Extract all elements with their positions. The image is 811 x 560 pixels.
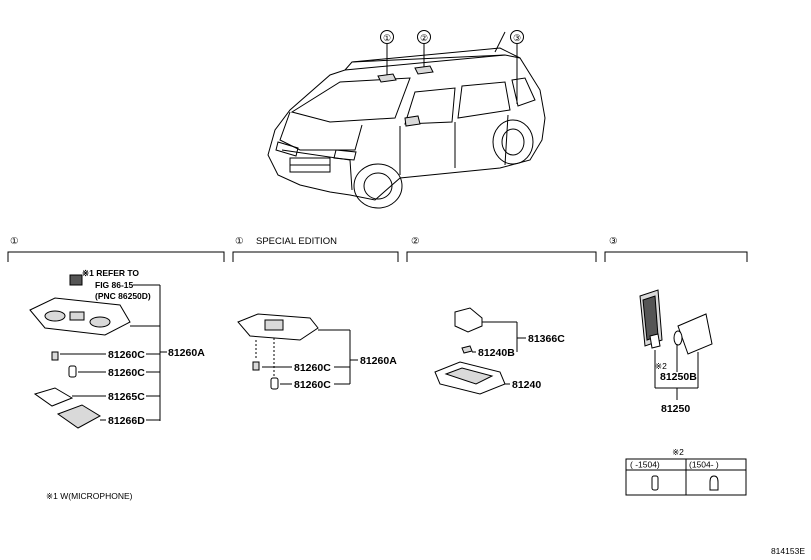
part-81240B: 81240B bbox=[478, 347, 515, 359]
section-3-marker: ③ bbox=[609, 236, 618, 247]
callout-1: ① bbox=[380, 30, 394, 44]
section-header-2: ② bbox=[406, 236, 597, 262]
bulb-a bbox=[51, 351, 59, 361]
vehicle-illustration bbox=[267, 31, 546, 209]
callout-2: ② bbox=[417, 30, 431, 44]
microphone-part bbox=[69, 274, 83, 286]
section-3-parts: ※2 81250B 81250 bbox=[639, 289, 713, 415]
section-header-3: ③ bbox=[604, 236, 748, 262]
table-col2-header: (1504- ) bbox=[689, 460, 719, 470]
callout-2-label: ② bbox=[420, 33, 428, 43]
part-81250: 81250 bbox=[661, 403, 690, 415]
ref-note-line3: (PNC 86250D) bbox=[95, 291, 151, 301]
section-1se-marker: ① bbox=[235, 236, 244, 247]
callout-3: ③ bbox=[510, 30, 524, 44]
part-81366C: 81366C bbox=[528, 333, 565, 345]
section-header-1-special: ① SPECIAL EDITION bbox=[232, 236, 399, 262]
se-bulb-b bbox=[270, 377, 279, 390]
section-header-1: ① bbox=[7, 236, 225, 262]
section-2-parts: 81366C 81240B 81240 bbox=[434, 307, 565, 395]
wedge-bulb bbox=[673, 330, 683, 346]
table-bulb-new bbox=[709, 475, 719, 491]
se-bulb-a bbox=[252, 361, 260, 371]
ref-note-line1: ※1 REFER TO bbox=[82, 268, 139, 278]
section-1-parts: ※1 REFER TO FIG 86-15 (PNC 86250D) 81260… bbox=[29, 268, 205, 429]
festoon-bulb bbox=[461, 345, 473, 354]
section-1se-title: SPECIAL EDITION bbox=[256, 236, 337, 247]
socket-part bbox=[454, 307, 483, 333]
bulb-b bbox=[68, 365, 77, 378]
callout-3-label: ③ bbox=[513, 33, 521, 43]
section-2-marker: ② bbox=[411, 236, 420, 247]
part-81250B: 81250B bbox=[660, 371, 697, 383]
table-bulb-old bbox=[651, 475, 659, 491]
part-se-81260C-b: 81260C bbox=[294, 379, 331, 391]
part-81260C-a: 81260C bbox=[108, 349, 145, 361]
table-title: ※2 bbox=[672, 447, 684, 457]
cover-part bbox=[33, 387, 74, 407]
ref-note-line2: FIG 86-15 bbox=[95, 280, 134, 290]
luggage-lamp-cover bbox=[677, 313, 713, 355]
section-1se-parts: 81260A 81260C 81260C bbox=[237, 313, 397, 391]
bulb-table: ※2 ( -1504) (1504- ) bbox=[625, 447, 747, 496]
part-81266D: 81266D bbox=[108, 415, 145, 427]
part-81260A: 81260A bbox=[168, 347, 205, 359]
lens-part bbox=[56, 404, 101, 429]
callout-1-label: ① bbox=[383, 33, 391, 43]
part-81240: 81240 bbox=[512, 379, 541, 391]
diagram-id: 814153E bbox=[771, 546, 805, 556]
footnote: ※1 W(MICROPHONE) bbox=[46, 491, 133, 501]
part-se-81260C-a: 81260C bbox=[294, 362, 331, 374]
table-col1-header: ( -1504) bbox=[630, 460, 660, 470]
section-1-marker: ① bbox=[10, 236, 19, 247]
part-81265C: 81265C bbox=[108, 391, 145, 403]
part-81260C-b: 81260C bbox=[108, 367, 145, 379]
part-se-81260A: 81260A bbox=[360, 355, 397, 367]
section-3-note-mark: ※2 bbox=[655, 361, 667, 371]
